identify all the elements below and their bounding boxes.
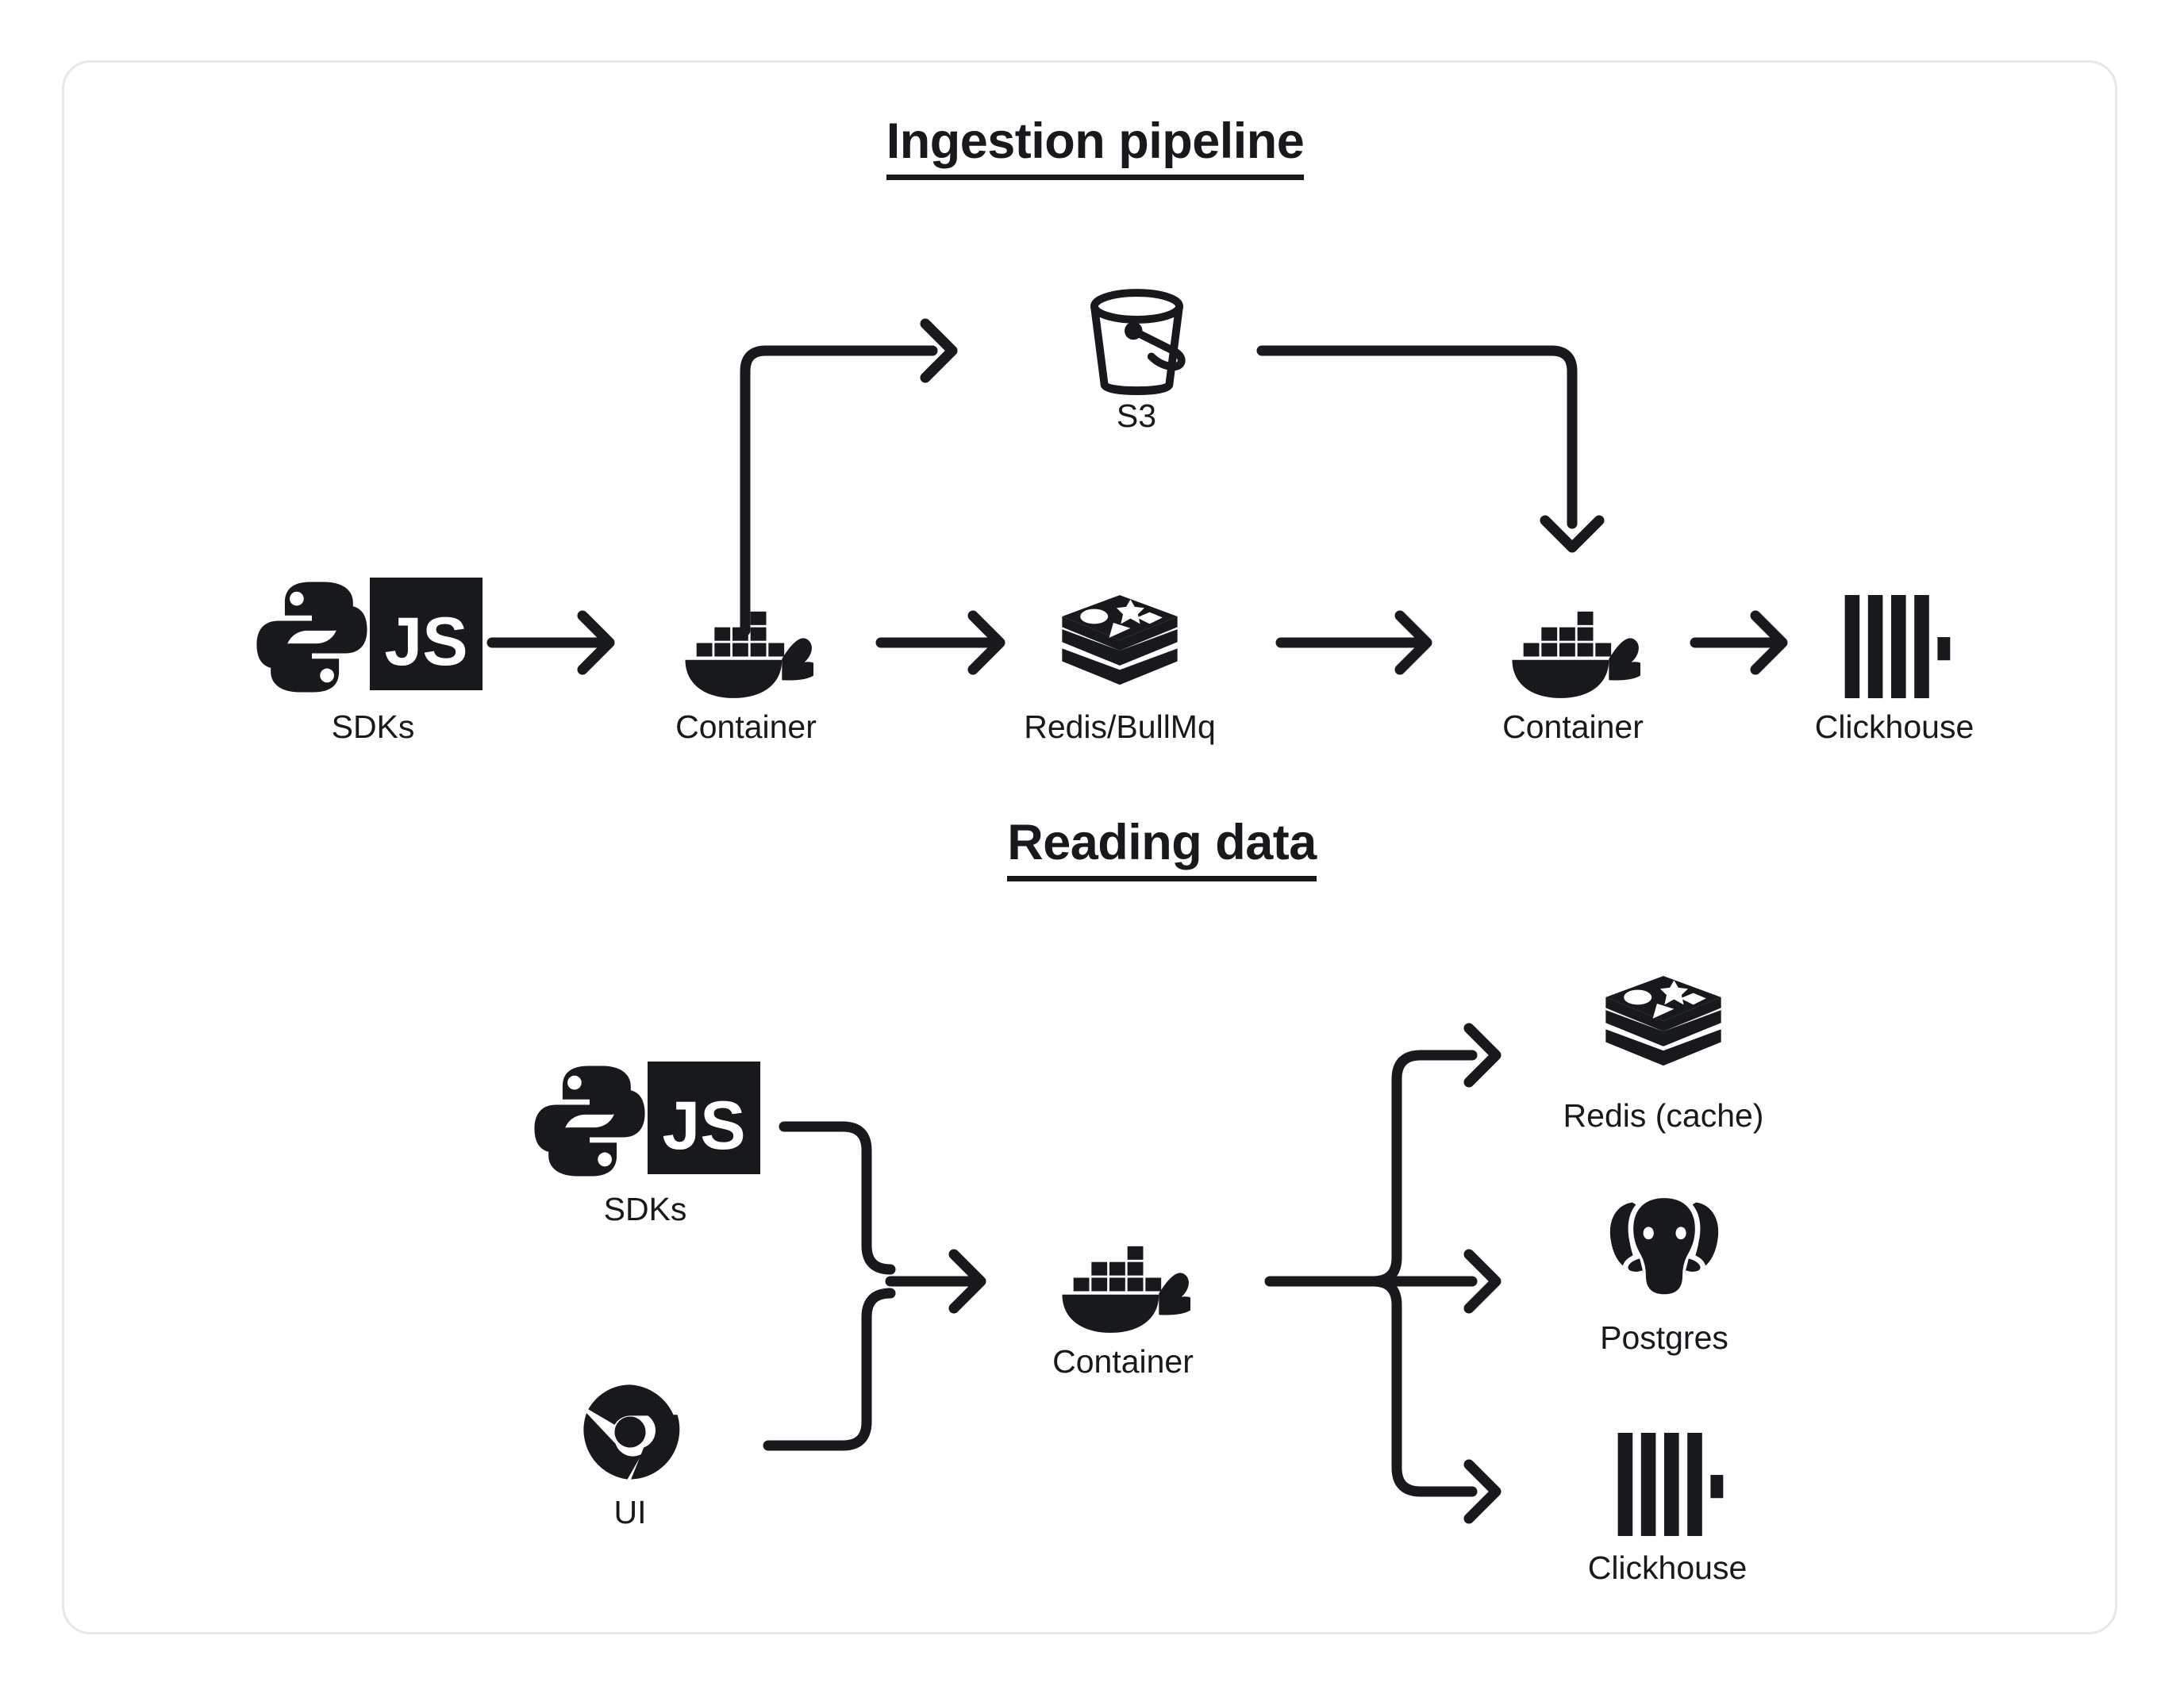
node-label-ui: UI: [613, 1494, 647, 1530]
icon-sdks-2: JS: [534, 1062, 760, 1177]
node-label-container-2: Container: [1502, 708, 1644, 745]
node-label-redis-cache: Redis (cache): [1563, 1097, 1764, 1134]
diagram-card: [62, 60, 2117, 1634]
edge-redis-to-container2: [1275, 616, 1427, 670]
section-heading-reading: Reading data: [1007, 814, 1317, 881]
icon-docker-container-2: [1512, 611, 1640, 698]
edge-container2-to-clickhouse: [1690, 616, 1782, 670]
icon-redis-cache: [1605, 976, 1721, 1066]
edge-container1-to-s3: [740, 324, 952, 636]
node-container-1: Container: [643, 700, 849, 746]
icon-chrome-ui: [583, 1384, 680, 1480]
icon-redis-bullmq: [1062, 595, 1178, 685]
node-container-2: Container: [1470, 700, 1676, 746]
node-sdks-1: SDKs: [270, 700, 476, 746]
node-label-clickhouse-1: Clickhouse: [1814, 708, 1974, 745]
icon-clickhouse-2: [1617, 1432, 1724, 1537]
node-label-container-1: Container: [675, 708, 817, 745]
node-clickhouse-2: Clickhouse: [1564, 1541, 1771, 1587]
node-ui: UI: [527, 1485, 733, 1531]
node-label-s3: S3: [1116, 397, 1157, 434]
icon-sdks-1: JS: [256, 578, 483, 693]
reading-connectors: [763, 1028, 1496, 1519]
icon-docker-container-1: [685, 611, 813, 698]
node-label-redis-bullmq: Redis/BullMq: [1024, 708, 1216, 745]
node-label-sdks-2: SDKs: [603, 1191, 687, 1227]
edge-s3-to-container2: [1256, 345, 1599, 547]
node-redis-cache: Redis (cache): [1560, 1089, 1767, 1135]
icon-docker-container-3: [1062, 1246, 1190, 1333]
node-clickhouse-1: Clickhouse: [1791, 700, 1998, 746]
icon-clickhouse-1: [1844, 594, 1951, 699]
node-s3: S3: [1033, 389, 1240, 435]
icon-s3-bucket: [1094, 293, 1182, 391]
node-label-clickhouse-2: Clickhouse: [1587, 1549, 1748, 1586]
icon-postgres-elephant: [1608, 1196, 1721, 1297]
node-label-container-3: Container: [1052, 1343, 1194, 1380]
node-container-3: Container: [1020, 1334, 1226, 1380]
ingestion-connectors: [486, 324, 1782, 670]
node-label-postgres: Postgres: [1600, 1319, 1728, 1356]
node-sdks-2: SDKs: [542, 1182, 748, 1228]
edge-container3-fanout: [1264, 1028, 1496, 1519]
edge-container1-to-redis: [875, 616, 1000, 670]
node-label-sdks-1: SDKs: [331, 708, 415, 745]
edge-sdks-to-container1: [486, 616, 609, 670]
section-heading-ingestion: Ingestion pipeline: [886, 113, 1305, 180]
node-postgres: Postgres: [1561, 1311, 1767, 1357]
node-redis-bullmq: Redis/BullMq: [1017, 700, 1223, 746]
js-badge-text-2: JS: [662, 1088, 745, 1164]
edge-merge-into-container3: [763, 1121, 981, 1451]
js-badge-text: JS: [384, 604, 467, 680]
